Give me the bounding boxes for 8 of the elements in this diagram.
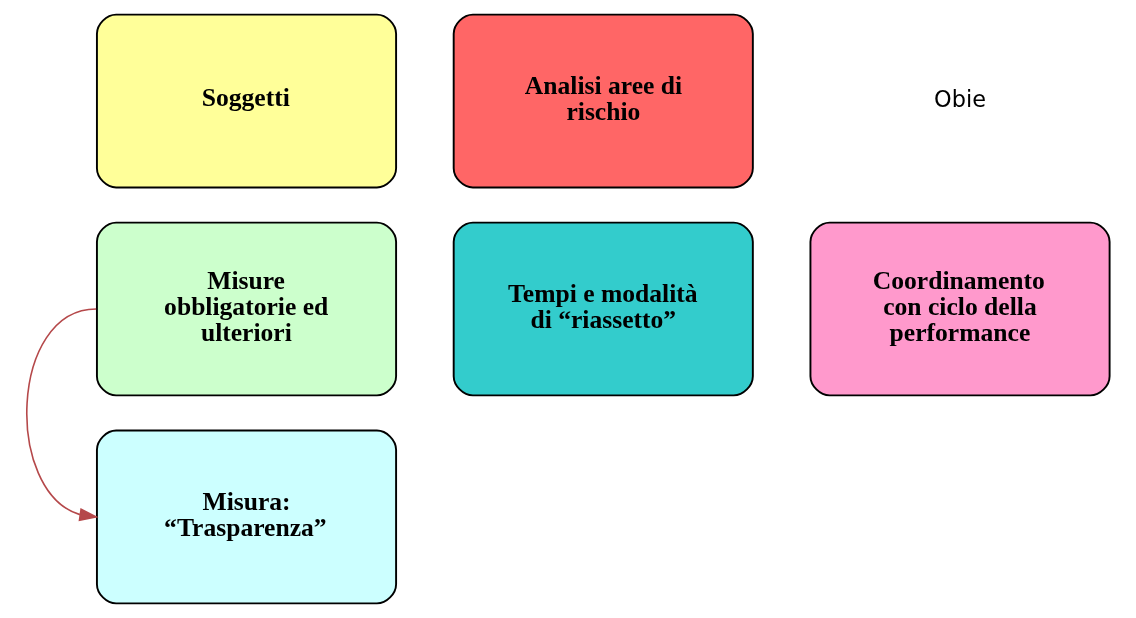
node-box: Misure obbligatorie ed ulteriori	[95, 221, 398, 397]
node-box: Soggetti	[95, 13, 398, 189]
node-box: Coordinamento con ciclo della performance	[809, 221, 1111, 397]
label: Obie	[934, 85, 986, 112]
node-box: Misura: “Trasparenza”	[95, 429, 398, 605]
node-box: Analisi aree di rischio	[452, 13, 754, 189]
arrow	[26, 308, 99, 522]
node-box: Tempi e modalità di “riassetto”	[452, 221, 754, 397]
